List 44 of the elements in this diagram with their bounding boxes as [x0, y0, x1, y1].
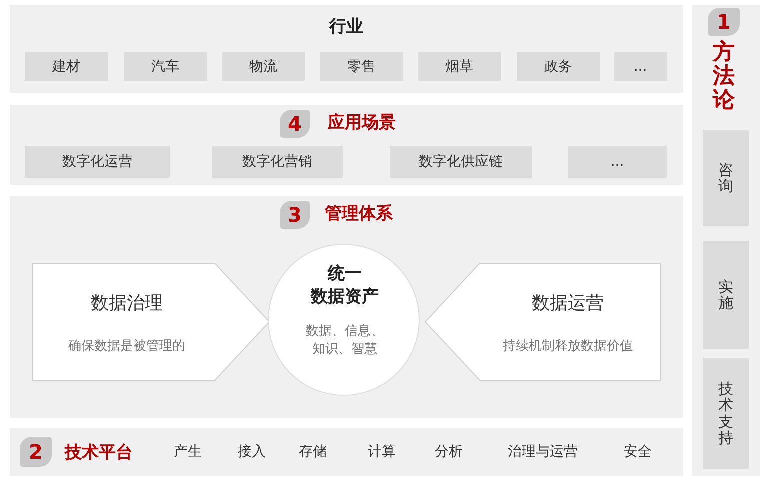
arrow-panel [425, 263, 661, 381]
category-tile: 咨询 [703, 130, 749, 226]
step-label: 分析 [434, 443, 464, 461]
step-label: 接入 [237, 443, 267, 461]
category-tile: 数字化供应链 [390, 146, 532, 178]
section-title: 管理体系 [325, 203, 394, 225]
step-label: 治理与运营 [507, 443, 579, 461]
section-panel [10, 428, 683, 476]
category-tile: 烟草 [418, 52, 501, 81]
arrow-panel [32, 263, 270, 381]
panel-description: 持续机制释放数据价值 [502, 338, 634, 355]
circle-description: 数据、信息、知识、智慧 [305, 323, 385, 360]
section-panel [10, 196, 683, 418]
category-tile: 技术支持 [703, 358, 749, 469]
step-label: 安全 [623, 443, 653, 461]
category-tile: 实施 [703, 241, 749, 349]
section-title: 应用场景 [328, 112, 397, 134]
circle-heading: 统一 [326, 263, 363, 286]
category-tile: 物流 [222, 52, 305, 81]
category-tile: 零售 [320, 52, 403, 81]
panel-heading: 数据运营 [531, 292, 605, 315]
category-tile: ... [568, 146, 667, 178]
number-badge: 4 [280, 110, 310, 138]
section-panel [692, 5, 760, 476]
section-title: 行业 [328, 16, 364, 38]
section-title: 技术平台 [65, 442, 134, 464]
category-tile: 政务 [517, 52, 600, 81]
number-badge: 1 [708, 8, 740, 36]
panel-heading: 数据治理 [90, 292, 164, 315]
category-tile: 建材 [25, 52, 108, 81]
step-label: 产生 [173, 443, 203, 461]
panel-description: 确保数据是被管理的 [68, 338, 186, 355]
step-label: 存储 [298, 443, 328, 461]
section-panel [10, 105, 683, 185]
section-title: 方法论 [713, 41, 736, 114]
section-panel [10, 5, 683, 93]
category-tile: 数字化营销 [212, 146, 343, 178]
number-badge: 2 [20, 437, 52, 467]
category-tile: ... [614, 52, 667, 81]
step-label: 计算 [367, 443, 397, 461]
category-tile: 汽车 [124, 52, 207, 81]
number-badge: 3 [280, 201, 310, 229]
circle-heading: 数据资产 [310, 286, 380, 309]
category-tile: 数字化运营 [25, 146, 170, 178]
